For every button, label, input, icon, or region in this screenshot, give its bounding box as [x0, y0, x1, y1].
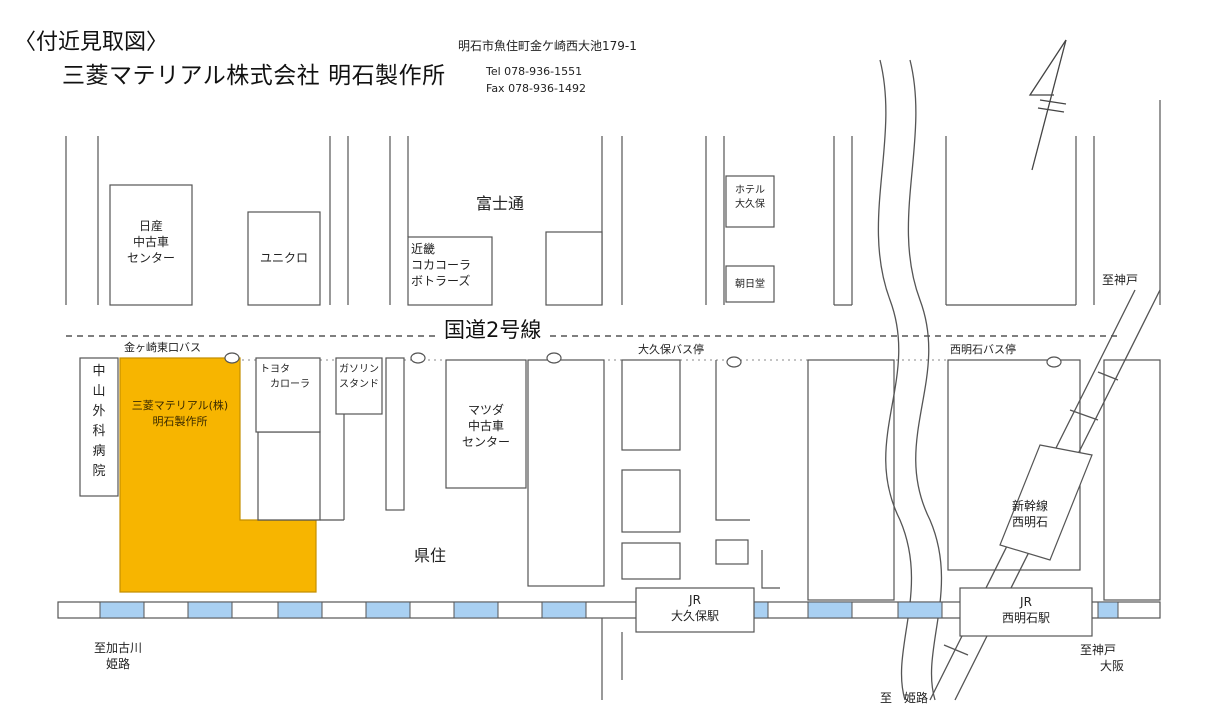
upper-buildings — [109, 175, 775, 306]
page-title: 〈付近見取図〉 — [14, 30, 169, 55]
kenju-label: 県住 — [414, 546, 447, 565]
asahido-label: 朝日堂 — [735, 279, 765, 290]
building-gas-station — [335, 357, 383, 415]
building-nakayama-hospital — [79, 357, 119, 497]
shinkansen-nishiakashi-station — [999, 444, 1093, 561]
bus-stop-nishiakashi: 西明石バス停 — [950, 343, 1016, 356]
building-toyota-corolla — [255, 357, 321, 433]
nakayama-hospital-label: 中山外科病院 — [92, 364, 106, 479]
toyota-corolla-label: トヨタカローラ — [260, 364, 310, 390]
building-hotel-okubo — [725, 175, 775, 228]
jr-okubo-station — [635, 587, 755, 633]
jr-nishiakashi-station — [959, 587, 1093, 637]
direction-himeji-bottom: 至 姫路 — [880, 691, 929, 705]
direction-east: 至神戸大阪 — [1080, 643, 1125, 673]
direction-kobe-top: 至神戸 — [1102, 273, 1139, 287]
company-name: 三菱マテリアル株式会社 明石製作所 — [62, 63, 446, 89]
gas-station-label: ガソリンスタンド — [339, 364, 379, 390]
mazda-label: マツダ中古車センター — [461, 403, 510, 449]
building-fujitsu-right — [545, 231, 603, 306]
mitsubishi-label: 三菱マテリアル(株)明石製作所 — [131, 399, 229, 428]
road-label: 国道2号線 — [438, 316, 548, 344]
building-kinki-cocacola — [407, 236, 493, 306]
direction-west: 至加古川姫路 — [93, 641, 142, 671]
building-nissan — [109, 184, 193, 306]
nissan-label: 日産中古車センター — [126, 219, 175, 265]
building-asahido — [725, 265, 775, 303]
bus-stop-okubo: 大久保バス停 — [638, 343, 704, 356]
telephone: Tel 078-936-1551 — [486, 65, 583, 78]
building-mazda — [445, 359, 527, 489]
fujitsu-label: 富士通 — [476, 194, 525, 213]
building-uniqlo — [247, 211, 321, 306]
kinki-cocacola-label: 近畿コカコーラボトラーズ — [411, 242, 472, 288]
bus-stop-icon — [224, 352, 1062, 368]
address: 明石市魚住町金ケ崎西大池179-1 — [458, 39, 637, 53]
shinkansen-nishiakashi-label: 新幹線西明石 — [1011, 499, 1048, 529]
bus-stop-kanegasaki: 金ヶ崎東口バス — [124, 341, 201, 354]
uniqlo-label: ユニクロ — [259, 251, 308, 265]
hotel-okubo-label: ホテル大久保 — [735, 185, 765, 210]
fax: Fax 078-936-1492 — [486, 82, 586, 95]
north-arrow-icon — [1028, 39, 1067, 171]
